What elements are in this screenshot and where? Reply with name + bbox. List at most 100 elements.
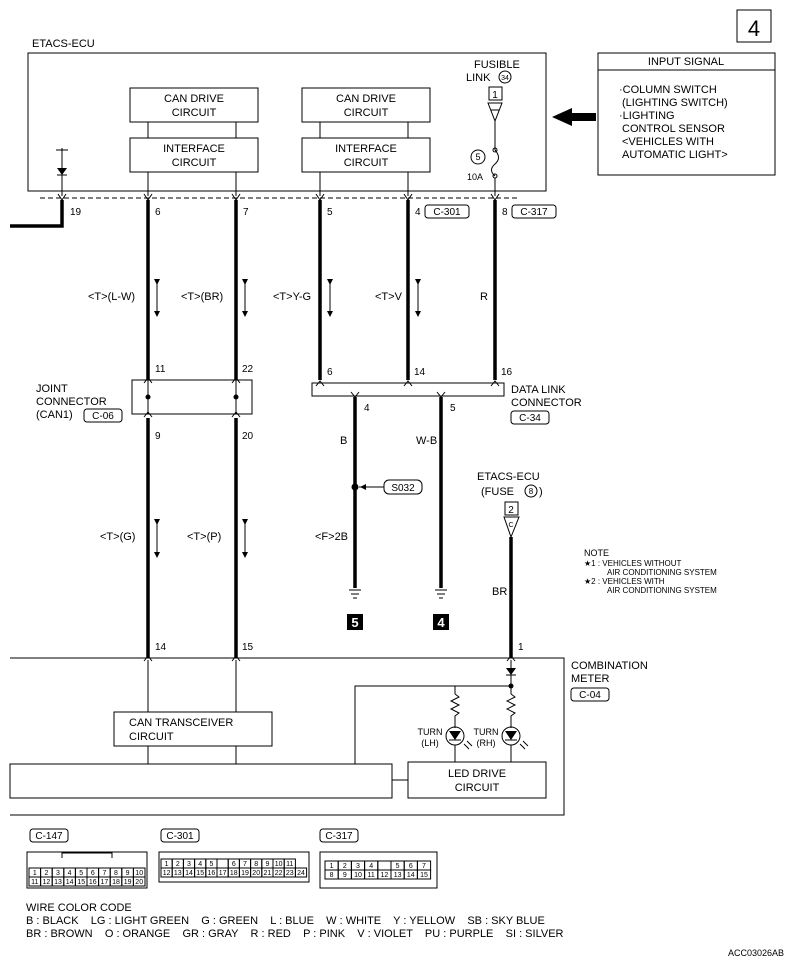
c317-cell	[377, 860, 392, 871]
dlc-pin-6: 6	[327, 367, 333, 378]
interface-circuit-1	[129, 137, 259, 173]
wire-pin-19	[10, 200, 64, 228]
can-transceiver-box	[113, 711, 273, 747]
c147-pin-label: 19	[124, 879, 132, 886]
input-arrow-icon	[552, 108, 596, 126]
fuse-number-circle	[470, 149, 486, 165]
fusible-link-terminal-icon	[487, 102, 503, 123]
interface-1-line2: CIRCUIT	[172, 157, 217, 169]
data-link-code: C-34	[519, 413, 541, 424]
c301-pin-label: 12	[163, 870, 171, 877]
conn-c301-label: C-301	[166, 831, 194, 842]
led-drive-line1: LED DRIVE	[448, 768, 506, 780]
dlc-pin-5: 5	[450, 403, 456, 414]
c301-pin-label: 23	[286, 870, 294, 877]
c301-pin-label: 20	[252, 870, 260, 877]
c147-pin-label: 11	[31, 879, 38, 886]
data-link-connector-box	[311, 382, 505, 397]
fusible-link-connector-no: 1	[492, 90, 498, 101]
jc-pin-20: 20	[242, 431, 254, 442]
c147-pin-label: 4	[68, 870, 72, 877]
input-signal-line-5: <VEHICLES WITH	[622, 136, 714, 148]
c301-cell	[294, 867, 308, 878]
can-transceiver-line2: CIRCUIT	[129, 731, 174, 743]
led-drive-box	[407, 761, 547, 799]
data-link-line2: CONNECTOR	[511, 397, 582, 409]
etacs-fuse-number: 8	[529, 487, 534, 496]
wire-label-wb: W-B	[416, 435, 437, 447]
etacs-fuse-pin-letter: C	[508, 522, 513, 529]
etacs-fuse-line1: ETACS-ECU	[477, 471, 540, 483]
dlc-pin-4: 4	[364, 403, 370, 414]
data-link-code-badge	[510, 410, 550, 425]
conn-c301: C-301	[433, 207, 461, 218]
c301-cell	[216, 858, 229, 869]
can-drive-circuit-1	[129, 87, 259, 123]
c317-pin-label: 3	[356, 863, 360, 870]
c301-pin-label: 18	[230, 870, 238, 877]
joint-connector-code: C-06	[92, 411, 114, 422]
page-number: 4	[748, 16, 760, 41]
conn-c147-label: C-147	[35, 831, 63, 842]
turn-lh-line1: TURN	[418, 727, 443, 737]
signal-direction-arrows-upper	[154, 279, 421, 317]
c147-pin-label: 5	[79, 870, 83, 877]
c147-pin-label: 6	[91, 870, 95, 877]
fusible-link-line2: LINK	[466, 72, 491, 84]
c317-pin-label: 7	[422, 863, 426, 870]
dlc-pin-14: 14	[414, 367, 426, 378]
c317-pin-label: 5	[396, 863, 400, 870]
c147-pin-label: 7	[102, 870, 106, 877]
c317-cell	[416, 869, 432, 880]
c317-pin-label: 6	[409, 863, 413, 870]
c317-pin-label: 9	[343, 872, 347, 879]
joint-connector-box	[131, 379, 253, 415]
etacs-fuse-conn-no: 2	[508, 505, 514, 516]
dlc-pin-16: 16	[501, 367, 513, 378]
ground-5-label: 5	[351, 615, 358, 630]
can-drive-2-line2: CIRCUIT	[344, 107, 389, 119]
meter-label-line2: METER	[571, 673, 610, 685]
ecu-box	[27, 52, 547, 192]
wire-color-line2: BR : BROWN O : ORANGE GR : GRAY R : RED …	[26, 928, 564, 940]
c147-pin-label: 20	[135, 879, 143, 886]
etacs-fuse-line2: (FUSE	[481, 486, 514, 498]
wire-color-title: WIRE COLOR CODE	[26, 902, 132, 914]
c147-pin-label: 15	[77, 879, 85, 886]
meter-code: C-04	[579, 690, 601, 701]
c301-pin-label: 5	[209, 861, 213, 868]
c301-pin-label: 14	[185, 870, 193, 877]
svg-text:): )	[539, 486, 543, 498]
resistor-lh-icon	[449, 693, 461, 728]
c147-cell	[132, 876, 146, 887]
c301-pin-label: 10	[275, 861, 283, 868]
c301-pin-label: 11	[286, 861, 293, 868]
c317-pin-label: 14	[407, 872, 415, 879]
note-line4: AIR CONDITIONING SYSTEM	[607, 586, 717, 595]
data-link-line1: DATA LINK	[511, 384, 566, 396]
fuse-rating: 10A	[467, 172, 483, 182]
meter-pin-marks	[143, 655, 516, 662]
conn-c317-badge	[511, 204, 557, 219]
signal-direction-arrows-lower	[154, 519, 248, 558]
led-drive-line2: CIRCUIT	[455, 782, 500, 794]
note-title: NOTE	[584, 548, 609, 558]
c147-pin-label: 13	[54, 879, 62, 886]
input-signal-line-6: AUTOMATIC LIGHT>	[622, 149, 728, 161]
c317-pin-label: 13	[394, 872, 402, 879]
etacs-fuse-number-circle	[524, 484, 538, 498]
page-number-box	[736, 9, 772, 43]
can-drive-1-line2: CIRCUIT	[172, 107, 217, 119]
c317-pin-label: 12	[381, 872, 389, 879]
led-rh-icon	[505, 731, 517, 740]
c147-pin-label: 1	[33, 870, 37, 877]
interface-1-line1: INTERFACE	[163, 143, 225, 155]
jc-pin-11: 11	[155, 364, 166, 375]
c301-pin-label: 16	[208, 870, 216, 877]
meter-pin-14: 14	[155, 642, 167, 653]
c301-pin-label: 15	[196, 870, 204, 877]
resistor-rh-icon	[505, 693, 517, 728]
meter-label-line1: COMBINATION	[571, 660, 648, 672]
wire-label-f2b: <F>2B	[315, 531, 348, 543]
